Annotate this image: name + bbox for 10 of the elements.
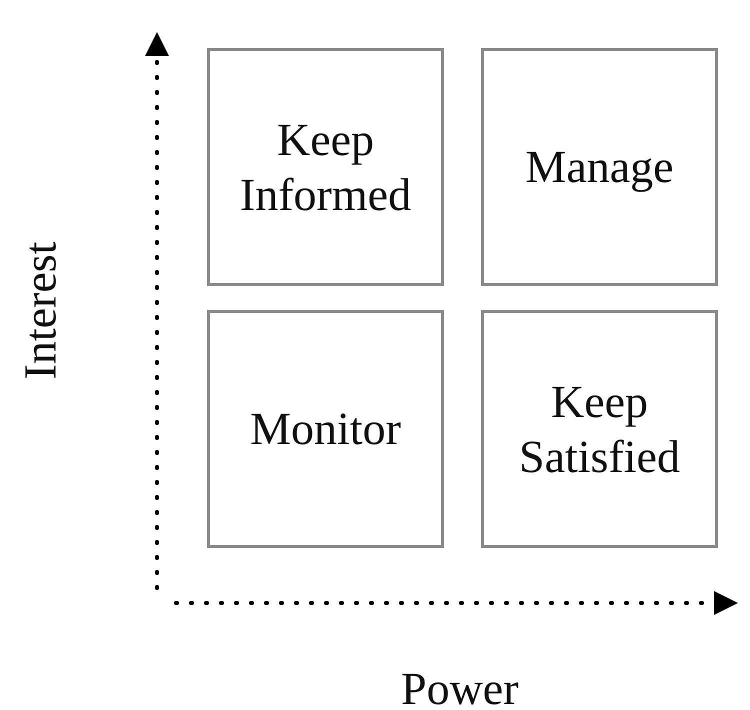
quadrant-box bbox=[481, 310, 718, 548]
x-axis-label: Power bbox=[401, 662, 519, 710]
quadrant-box bbox=[207, 310, 444, 548]
quadrant-label: Keep Informed bbox=[238, 112, 412, 222]
quadrant-label: Keep Satisfied bbox=[518, 374, 681, 484]
quadrant-box bbox=[481, 48, 718, 286]
quadrant-label: Monitor bbox=[249, 402, 402, 456]
quadrant-label: Manage bbox=[524, 140, 675, 194]
quadrant-box bbox=[207, 48, 444, 286]
y-axis-label: Interest bbox=[13, 241, 66, 379]
